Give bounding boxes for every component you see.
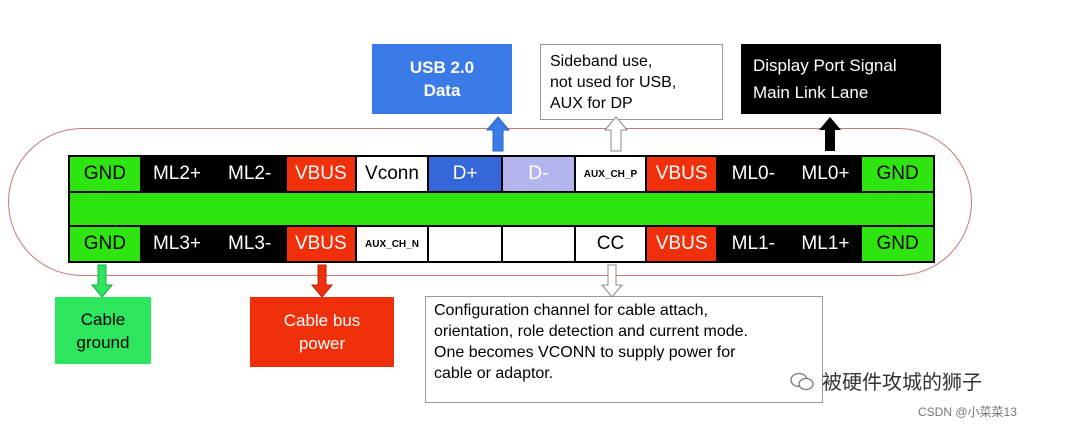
pin-bottom-2: ML3+	[141, 227, 215, 261]
arrow-up-icon-displayport	[819, 117, 841, 151]
bottom-pin-row: GND ML3+ ML3- VBUS AUX_CH_N CC VBUS ML1-…	[70, 227, 933, 261]
pin-top-6: D+	[429, 157, 503, 191]
cc-callout-line2: orientation, role detection and current …	[434, 323, 748, 340]
watermark-text: 被硬件攻城的狮子	[822, 372, 982, 394]
connector-tongue	[70, 193, 933, 225]
pin-bottom-1: GND	[70, 227, 142, 261]
pin-bottom-4: VBUS	[286, 227, 357, 261]
pin-bottom-12: GND	[862, 227, 933, 261]
sideband-callout: Sideband use, not used for USB, AUX for …	[540, 44, 723, 120]
pin-top-9: VBUS	[647, 157, 718, 191]
csdn-credit: CSDN @小菜菜13	[918, 405, 1017, 419]
dp-callout-line1: Display Port Signal	[753, 56, 897, 75]
arrow-down-icon-ground	[91, 264, 113, 298]
pin-bottom-11: ML1+	[790, 227, 863, 261]
sideband-callout-line2: not used for USB,	[550, 73, 677, 91]
top-pin-row: GND ML2+ ML2- VBUS Vconn D+ D- AUX_CH_P …	[70, 157, 933, 191]
power-callout-line2: power	[298, 334, 346, 353]
cc-callout: Configuration channel for cable attach, …	[425, 296, 823, 403]
cc-callout-line3: One becomes VCONN to supply power for	[434, 344, 736, 361]
arrow-up-icon-usb	[486, 116, 510, 152]
usb-callout-line1: USB 2.0	[409, 58, 475, 77]
pin-bottom-8: CC	[575, 227, 648, 261]
displayport-callout: Display Port Signal Main Link Lane	[741, 44, 941, 114]
pin-bottom-6	[429, 227, 503, 261]
pin-bottom-5: AUX_CH_N	[356, 227, 430, 261]
arrow-down-icon-cc	[601, 264, 623, 298]
pin-top-11: ML0+	[790, 157, 863, 191]
ground-callout-line2: ground	[76, 332, 130, 352]
sideband-callout-line1: Sideband use,	[550, 52, 653, 70]
wechat-icon	[790, 372, 814, 391]
usb-c-pinout: GND ML2+ ML2- VBUS Vconn D+ D- AUX_CH_P …	[68, 155, 935, 263]
usb-callout-line2: Data	[423, 81, 461, 100]
pin-top-12: GND	[862, 157, 933, 191]
cc-callout-line1: Configuration channel for cable attach,	[434, 302, 708, 319]
pin-top-4: VBUS	[286, 157, 357, 191]
arrow-down-icon-power	[311, 264, 333, 298]
pin-top-7: D-	[502, 157, 576, 191]
cable-bus-power-callout: Cable bus power	[250, 297, 394, 367]
pin-bottom-9: VBUS	[647, 227, 718, 261]
pin-bottom-3: ML3-	[214, 227, 287, 261]
usb-data-callout: USB 2.0 Data	[372, 44, 512, 114]
pin-bottom-10: ML1-	[717, 227, 791, 261]
pin-bottom-7	[502, 227, 576, 261]
cc-callout-line4: cable or adaptor.	[434, 365, 554, 382]
pin-top-8: AUX_CH_P	[575, 157, 648, 191]
pin-top-10: ML0-	[717, 157, 791, 191]
power-callout-line1: Cable bus	[283, 311, 361, 330]
cable-ground-callout: Cable ground	[55, 297, 151, 364]
pin-top-3: ML2-	[214, 157, 287, 191]
ground-callout-line1: Cable	[80, 309, 126, 329]
arrow-up-icon-sideband	[604, 116, 628, 152]
pin-top-1: GND	[70, 157, 142, 191]
dp-callout-line2: Main Link Lane	[753, 83, 869, 102]
sideband-callout-line3: AUX for DP	[550, 94, 633, 112]
pin-top-2: ML2+	[141, 157, 215, 191]
pin-top-5: Vconn	[356, 157, 430, 191]
